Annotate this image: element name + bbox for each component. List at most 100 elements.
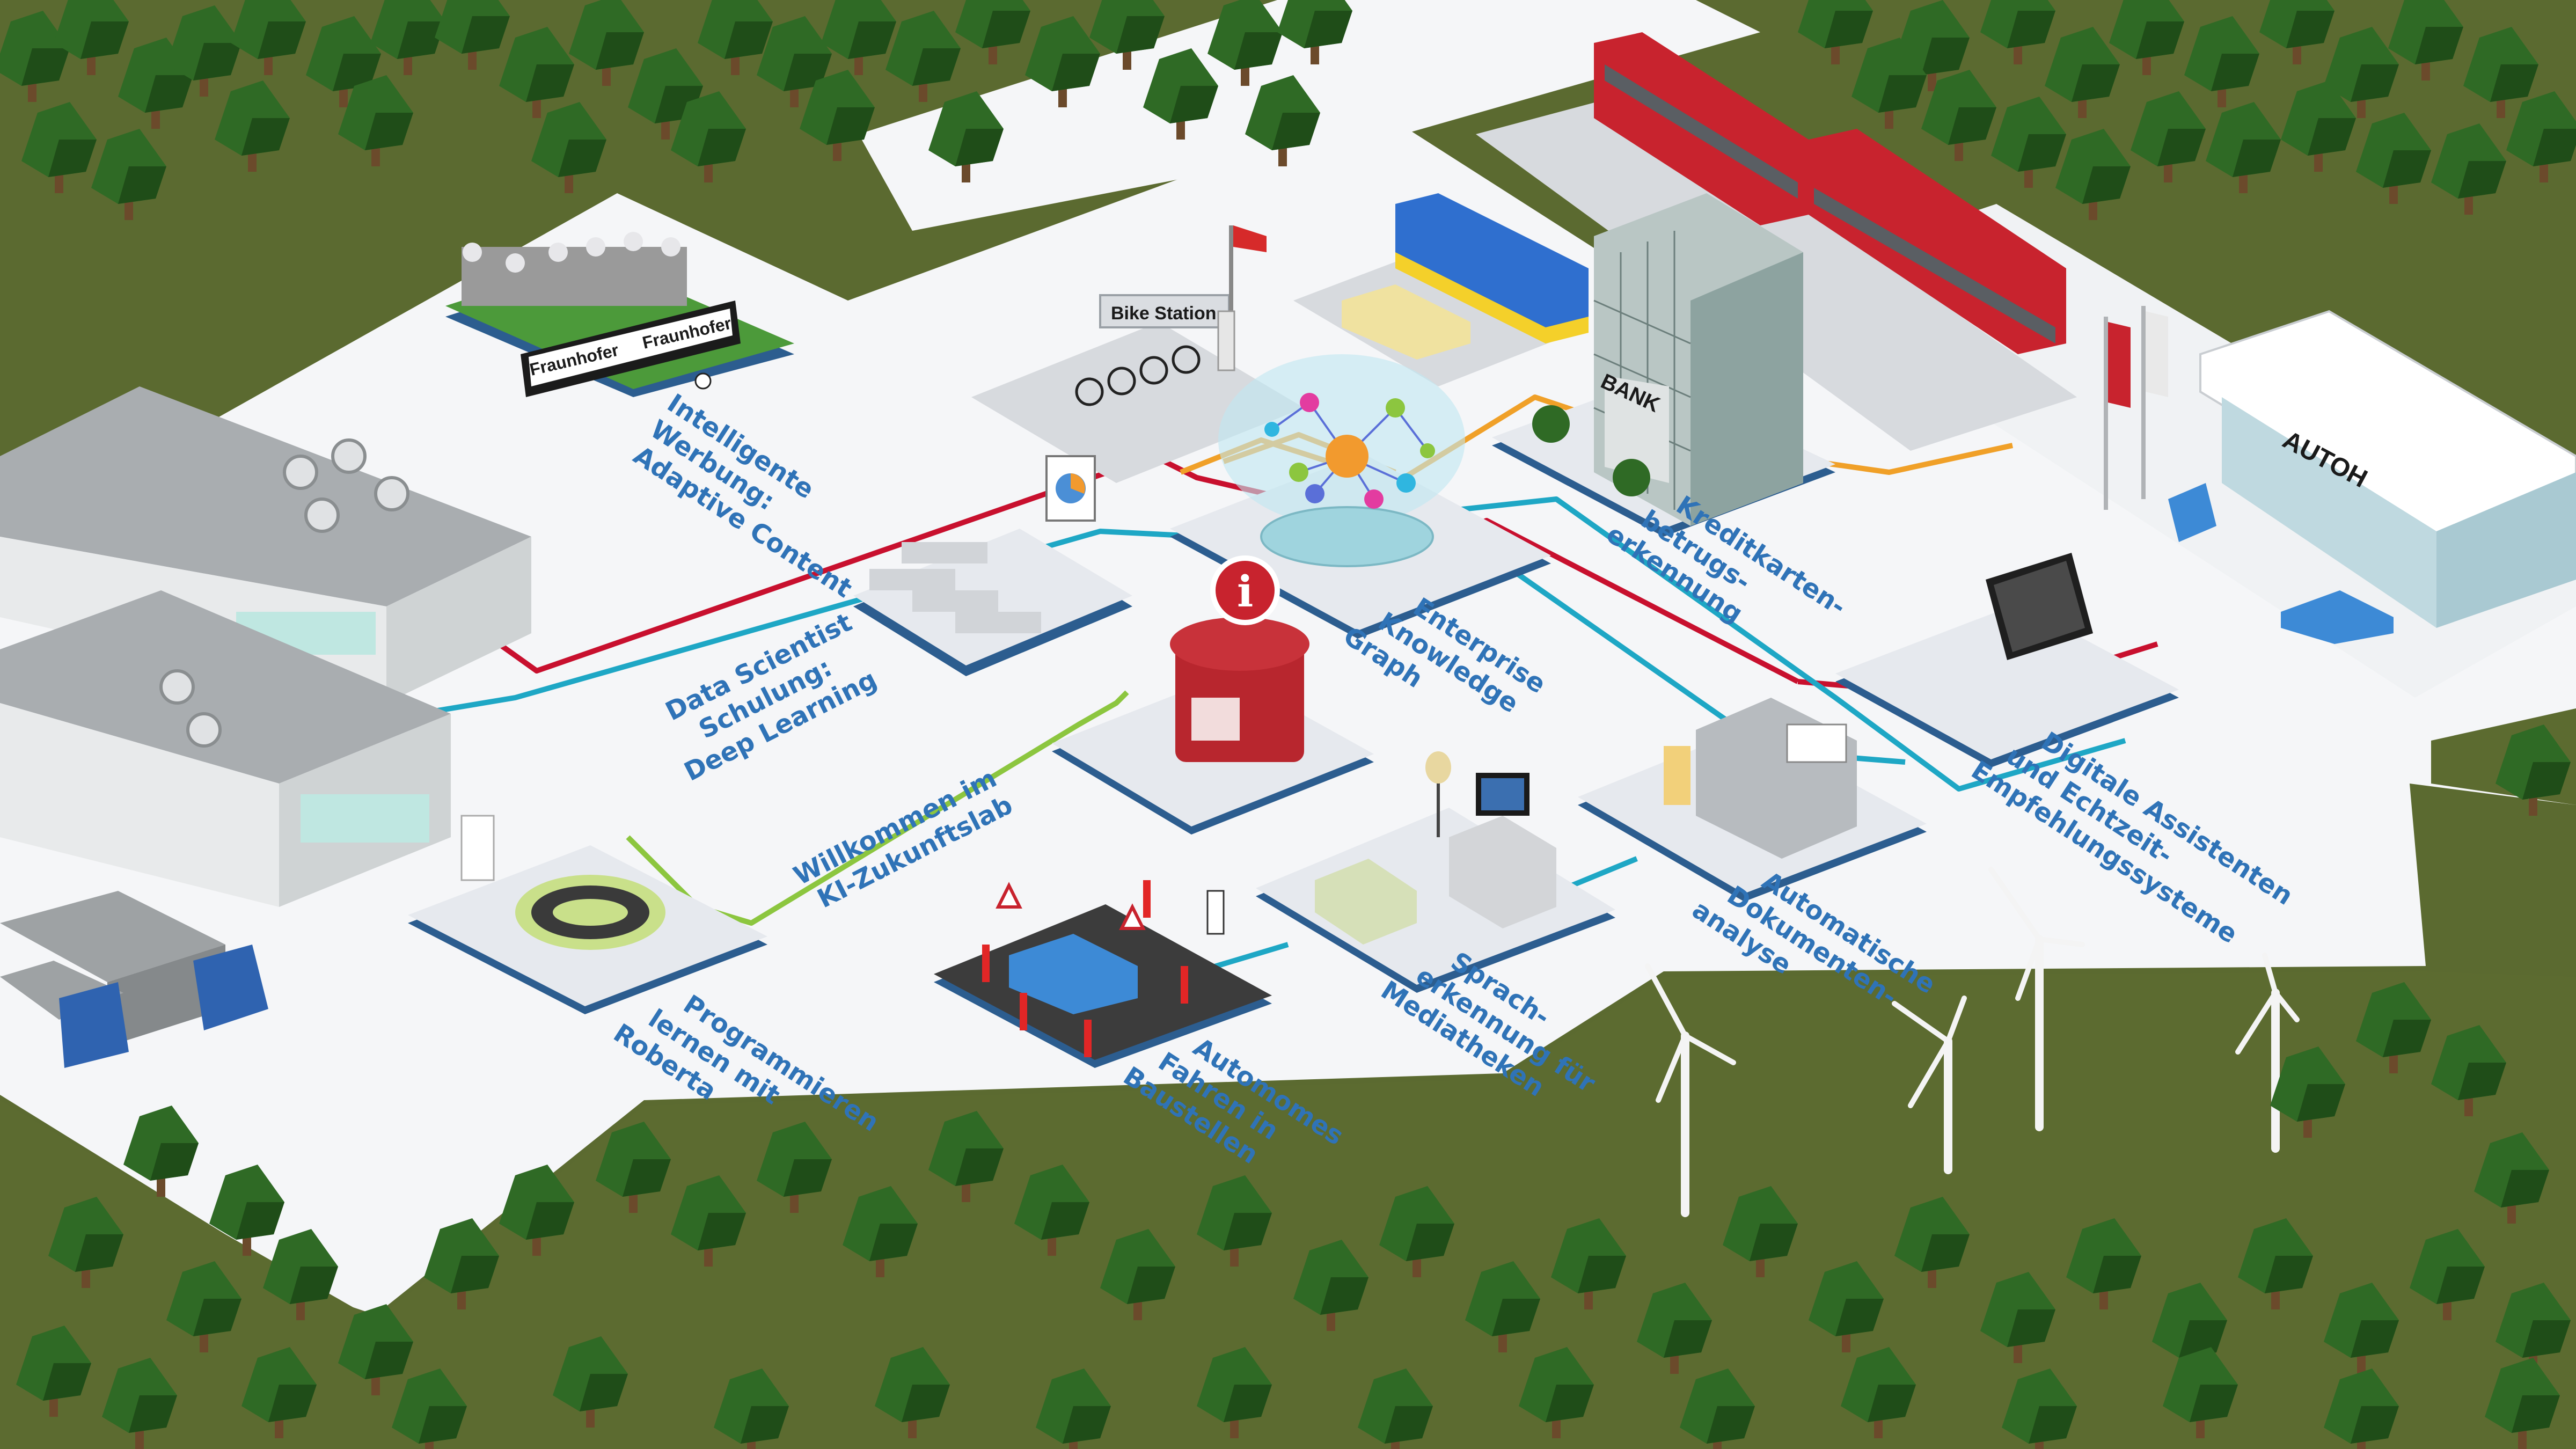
plant xyxy=(1532,405,1570,443)
factory2-windows xyxy=(301,794,429,843)
graph-node xyxy=(1396,473,1416,493)
tree xyxy=(1036,1368,1111,1449)
tree xyxy=(2163,1347,2238,1438)
tree xyxy=(2045,27,2120,118)
tree xyxy=(499,1165,574,1256)
knowledge-graph xyxy=(1218,354,1465,567)
tree xyxy=(1637,1283,1712,1374)
bike-station-sign: Bike Station xyxy=(1111,303,1216,324)
tree xyxy=(424,1218,499,1309)
tree xyxy=(1809,1261,1884,1352)
vent-3 xyxy=(374,476,409,511)
bus-stop xyxy=(1342,193,1589,360)
tree xyxy=(166,1261,241,1352)
vent-2 xyxy=(331,438,367,474)
tree xyxy=(843,1186,918,1277)
tree xyxy=(1379,1186,1454,1277)
tree xyxy=(553,1336,628,1428)
platform-assistenten-top xyxy=(1835,604,2179,759)
tree xyxy=(1798,0,1873,64)
tree xyxy=(1208,0,1283,86)
tree xyxy=(2259,0,2334,64)
tree xyxy=(2109,0,2184,75)
info-kiosk: i xyxy=(1170,555,1309,762)
plant xyxy=(1613,459,1650,496)
tree xyxy=(2356,113,2431,204)
factory2-roof xyxy=(0,590,451,784)
tree xyxy=(2152,1283,2227,1374)
tree xyxy=(1143,48,1218,140)
flag-white xyxy=(2146,311,2168,397)
tree xyxy=(2474,1132,2549,1224)
tree xyxy=(2485,1358,2560,1449)
tree xyxy=(1894,1197,1970,1288)
bank-entrance xyxy=(1605,376,1669,483)
tree xyxy=(338,75,413,166)
tv-stand xyxy=(1449,816,1556,928)
vent-4 xyxy=(304,497,340,533)
tree xyxy=(2131,91,2206,182)
tree xyxy=(2388,0,2463,80)
factory-complex xyxy=(0,386,531,1068)
tree xyxy=(2270,1046,2345,1138)
tree xyxy=(1921,70,1996,161)
autohaus-roof xyxy=(2199,310,2576,544)
flag-pole xyxy=(2104,317,2108,510)
windsock-pole xyxy=(1229,225,1233,333)
factory-roof xyxy=(0,386,531,606)
assistant-screen xyxy=(1986,553,2093,660)
vent-1 xyxy=(283,455,318,490)
graph-node xyxy=(1386,398,1405,418)
tree xyxy=(569,0,644,86)
car-blue-road xyxy=(2281,590,2394,644)
tree xyxy=(671,1175,746,1267)
spectators xyxy=(463,232,680,273)
tree xyxy=(338,1304,413,1395)
tree xyxy=(800,70,875,161)
sign-post xyxy=(1206,890,1225,935)
tree xyxy=(1197,1175,1272,1267)
soccer-ball xyxy=(694,372,712,390)
tree xyxy=(1980,1272,2055,1363)
tree xyxy=(263,1229,338,1320)
wind-turbines xyxy=(1645,867,2300,1217)
tree xyxy=(875,1347,950,1438)
tree xyxy=(2463,27,2538,118)
kiosk-window xyxy=(1191,698,1240,741)
tree xyxy=(2324,1368,2399,1449)
thermometer xyxy=(1217,310,1235,371)
tree xyxy=(531,102,606,193)
graph-node xyxy=(1300,393,1319,412)
big-screen-content xyxy=(1994,561,2085,652)
vent-6 xyxy=(186,712,222,748)
vent-5 xyxy=(159,669,195,705)
flag-red xyxy=(2108,322,2131,408)
taxi xyxy=(1342,284,1470,360)
tree xyxy=(1197,1347,1272,1438)
truck2-cab xyxy=(59,982,129,1068)
tree xyxy=(1014,1165,1089,1256)
bus-stripe xyxy=(1395,252,1589,343)
tree xyxy=(2281,80,2356,172)
tree xyxy=(241,1347,317,1438)
tree xyxy=(1245,75,1320,166)
tree xyxy=(2496,724,2571,816)
train-window-strip-1 xyxy=(1605,64,1798,199)
car-autonomous xyxy=(1009,934,1138,1014)
tree xyxy=(2324,27,2399,118)
tree xyxy=(91,129,166,220)
document-stack xyxy=(1664,746,1690,805)
bike-station-roof xyxy=(1099,294,1230,328)
train xyxy=(1594,32,2066,354)
living-room xyxy=(1315,751,1556,945)
graph-node xyxy=(1289,463,1308,482)
tree xyxy=(2506,91,2576,182)
tree xyxy=(1841,1347,1916,1438)
bank-tower-side xyxy=(1690,252,1803,526)
lamp-shade xyxy=(1425,751,1451,784)
fraunhofer-banner-inner xyxy=(529,309,733,386)
tree xyxy=(21,102,97,193)
tree xyxy=(1723,1186,1798,1277)
tree xyxy=(1980,0,2055,64)
